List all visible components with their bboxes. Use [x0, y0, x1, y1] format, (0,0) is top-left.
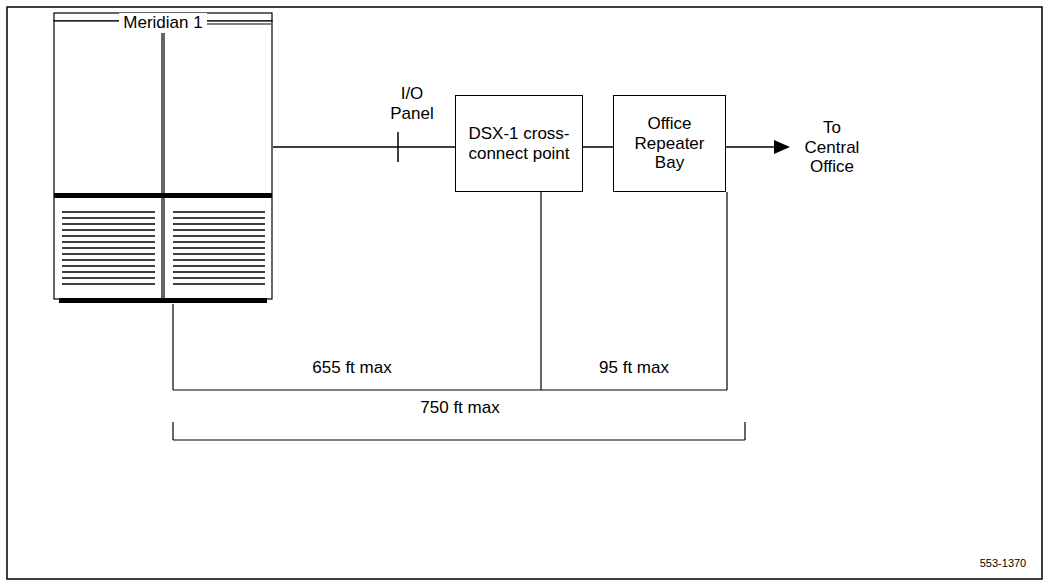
bracket — [744, 422, 745, 440]
dimension-label: 95 ft max — [579, 358, 689, 378]
dimension-line — [540, 192, 541, 390]
frame — [7, 7, 1042, 579]
dimension-line — [173, 389, 727, 390]
panel-label: I/O Panel — [387, 84, 437, 123]
repeater-box: Office Repeater Bay — [613, 95, 726, 192]
cabinet-illustration: Meridian 1 — [53, 12, 273, 304]
connector-line — [273, 146, 455, 148]
dimension-label: 655 ft max — [292, 358, 412, 378]
figure-number: 553-1370 — [973, 557, 1033, 570]
node-text: DSX-1 cross-connect point — [462, 124, 576, 163]
destination-label: To Central Office — [796, 118, 868, 177]
node-text: Office Repeater Bay — [620, 114, 719, 173]
trunk-line — [726, 146, 778, 148]
connector-line — [583, 146, 613, 148]
dimension-line — [172, 304, 173, 390]
node-text: Meridian 1 — [119, 13, 206, 33]
bracket — [172, 422, 173, 440]
arrow-head — [774, 140, 790, 154]
cross-connect-box: DSX-1 cross-connect point — [455, 95, 583, 192]
cabinet-drawing — [53, 12, 273, 304]
dimension-line — [726, 192, 727, 390]
bracket — [173, 439, 745, 440]
dimension-label: 750 ft max — [400, 398, 520, 418]
